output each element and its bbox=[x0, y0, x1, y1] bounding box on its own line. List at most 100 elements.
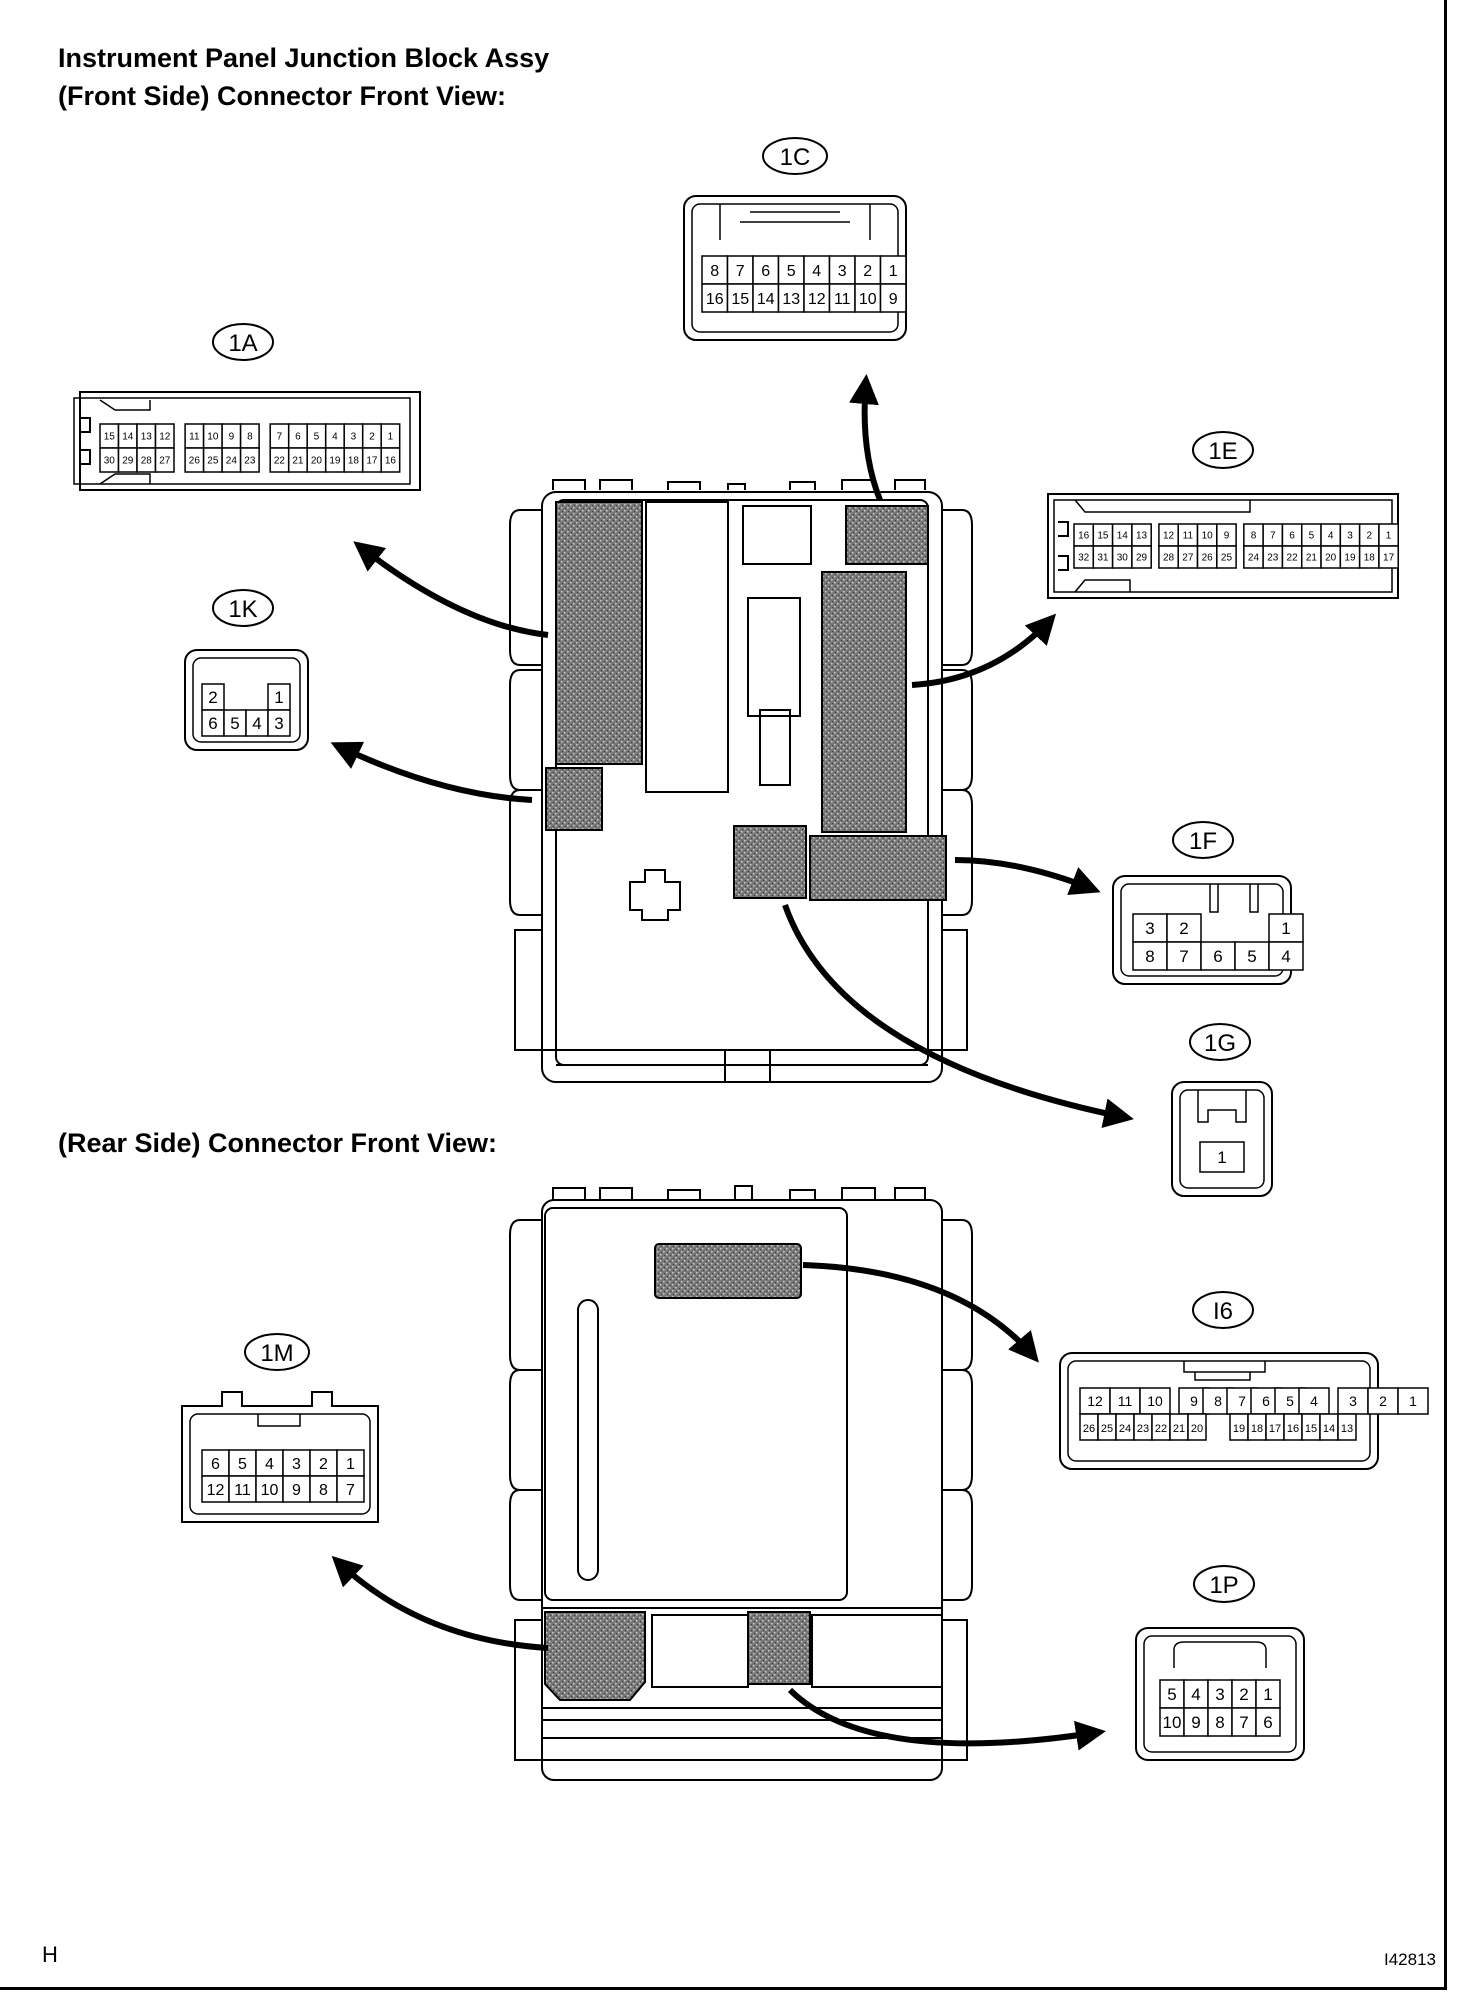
pin-cell bbox=[1397, 1387, 1429, 1415]
pin-cell bbox=[879, 283, 907, 313]
pin-number: 16 bbox=[1078, 531, 1090, 542]
pin-number: 1 bbox=[1409, 1393, 1417, 1409]
pin-cell bbox=[1298, 1387, 1330, 1415]
pin-cell bbox=[1199, 1141, 1245, 1173]
arrow-1g bbox=[782, 903, 1134, 1128]
pin-cell bbox=[1183, 1707, 1209, 1737]
pin-cell bbox=[154, 447, 175, 473]
rear-side-title: (Rear Side) Connector Front View: bbox=[58, 1128, 498, 1158]
pin-cell bbox=[726, 283, 754, 313]
connector-arrows bbox=[330, 374, 1134, 1751]
pin-number: 24 bbox=[1119, 1423, 1131, 1435]
pin-number: 3 bbox=[274, 714, 283, 733]
pin-number: 1 bbox=[1263, 1685, 1272, 1704]
pin-number: 17 bbox=[366, 456, 378, 467]
pin-number: 23 bbox=[1267, 553, 1279, 564]
pin-cell bbox=[1268, 913, 1304, 943]
pin-number: 14 bbox=[1117, 531, 1129, 542]
pin-cell bbox=[1159, 1707, 1185, 1737]
pin-number: 1 bbox=[1386, 531, 1392, 542]
pin-number: 12 bbox=[1087, 1393, 1103, 1409]
front-connector-area-1k bbox=[545, 767, 603, 831]
pin-cell bbox=[201, 1475, 230, 1503]
pin-number: 17 bbox=[1383, 553, 1395, 564]
pin-number: 4 bbox=[265, 1456, 274, 1473]
pin-cell bbox=[255, 1475, 284, 1503]
pin-number: 5 bbox=[1309, 531, 1315, 542]
pin-cell bbox=[228, 1475, 257, 1503]
connector-1g-pins: 1 bbox=[1199, 1141, 1245, 1173]
pin-cell bbox=[1216, 545, 1237, 569]
pin-number: 19 bbox=[329, 456, 341, 467]
pin-number: 15 bbox=[731, 291, 749, 308]
pin-number: 25 bbox=[1101, 1423, 1113, 1435]
pin-number: 1 bbox=[274, 688, 283, 707]
pin-number: 7 bbox=[1238, 1393, 1246, 1409]
front-connector-area-1a bbox=[555, 501, 643, 765]
pin-cell bbox=[1268, 941, 1304, 971]
pin-number: 26 bbox=[189, 456, 201, 467]
pin-number: 12 bbox=[1163, 531, 1175, 542]
connector-1e-label: 1E bbox=[1208, 438, 1237, 465]
pin-number: 13 bbox=[1136, 531, 1148, 542]
arrow-i6 bbox=[802, 1262, 1039, 1363]
pin-number: 1 bbox=[1281, 919, 1290, 938]
pin-number: 2 bbox=[1179, 919, 1188, 938]
pin-number: 2 bbox=[208, 688, 217, 707]
arrow-1c bbox=[849, 374, 883, 502]
pin-number: 10 bbox=[1163, 1713, 1182, 1732]
pin-cell bbox=[879, 255, 907, 285]
pin-number: 10 bbox=[207, 432, 219, 443]
pin-number: 31 bbox=[1097, 553, 1109, 564]
pin-cell bbox=[1255, 1707, 1281, 1737]
pin-number: 16 bbox=[706, 291, 724, 308]
pin-cell bbox=[752, 283, 780, 313]
pin-number: 15 bbox=[1097, 531, 1109, 542]
pin-number: 14 bbox=[757, 291, 775, 308]
pin-cell bbox=[239, 447, 260, 473]
diagram-title-line2: (Front Side) Connector Front View: bbox=[58, 81, 506, 111]
pin-number: 30 bbox=[104, 456, 116, 467]
pin-cell bbox=[1132, 941, 1168, 971]
pin-number: 7 bbox=[346, 1482, 355, 1499]
pin-number: 4 bbox=[1191, 1685, 1200, 1704]
pin-number: 11 bbox=[234, 1482, 251, 1499]
connector-1p-label: 1P bbox=[1209, 1572, 1238, 1599]
pin-number: 6 bbox=[1263, 1713, 1272, 1732]
pin-number: 3 bbox=[292, 1456, 301, 1473]
pin-number: 3 bbox=[838, 263, 847, 280]
pin-number: 18 bbox=[1251, 1423, 1263, 1435]
front-connector-area-1f bbox=[809, 835, 947, 901]
pin-number: 23 bbox=[1137, 1423, 1149, 1435]
pin-number: 16 bbox=[1287, 1423, 1299, 1435]
pin-number: 9 bbox=[889, 291, 898, 308]
rear-block-connector-areas bbox=[544, 1243, 811, 1701]
front-connector-area-1g bbox=[733, 825, 807, 899]
pin-number: 15 bbox=[104, 432, 116, 443]
pin-number: 7 bbox=[1270, 531, 1276, 542]
pin-number: 4 bbox=[812, 263, 821, 280]
rear-connector-area-1p bbox=[747, 1611, 811, 1685]
pin-number: 5 bbox=[230, 714, 239, 733]
pin-number: 24 bbox=[226, 456, 238, 467]
pin-number: 21 bbox=[1306, 553, 1318, 564]
pin-number: 3 bbox=[1145, 919, 1154, 938]
connector-1a-label: 1A bbox=[228, 330, 257, 357]
pin-number: 1 bbox=[346, 1456, 355, 1473]
arrow-1a bbox=[353, 541, 549, 638]
pin-number: 2 bbox=[1379, 1393, 1387, 1409]
pin-number: 2 bbox=[1367, 531, 1373, 542]
pin-number: 3 bbox=[351, 432, 357, 443]
pin-cell bbox=[1139, 1387, 1171, 1415]
arrow-1f bbox=[954, 857, 1101, 896]
pin-cell bbox=[1187, 1413, 1207, 1441]
pin-cell bbox=[267, 709, 291, 737]
